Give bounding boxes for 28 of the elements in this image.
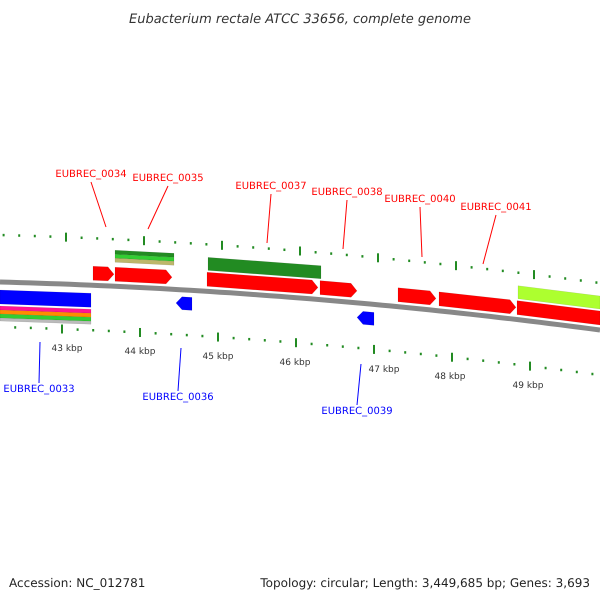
gene-label: EUBREC_0033	[3, 384, 75, 396]
leader-line	[38, 342, 40, 384]
gene-label: EUBREC_0037	[235, 181, 307, 193]
gene-label: EUBREC_0036	[142, 392, 214, 404]
leader-line	[266, 194, 272, 244]
leader-line	[356, 364, 362, 406]
title: Eubacterium rectale ATCC 33656, complete genome	[128, 11, 472, 29]
gene-label: EUBREC_0035	[132, 173, 204, 185]
leader-line	[148, 186, 168, 230]
genome-summary: Topology: circular; Length: 3,449,685 bp; Genes: 3,693	[260, 575, 590, 592]
leader-line	[342, 200, 348, 250]
scale-label: 48 kbp	[434, 372, 466, 384]
leader-line	[90, 182, 106, 228]
accession-text: Accession: NC_012781	[9, 575, 146, 592]
scale-label: 49 kbp	[512, 380, 544, 392]
gene-label: EUBREC_0041	[460, 202, 532, 214]
scale-label: 46 kbp	[280, 358, 310, 369]
scale-label: 47 kbp	[368, 365, 400, 376]
leader-line	[482, 214, 496, 264]
gene-label: EUBREC_0034	[55, 169, 127, 181]
scale-label: 45 kbp	[202, 352, 234, 364]
leader-line	[420, 206, 422, 258]
scale-label: 43 kbp	[52, 344, 82, 356]
leader-line	[178, 348, 182, 392]
gene-label: EUBREC_0038	[311, 187, 383, 199]
gene-label: EUBREC_0040	[384, 194, 456, 206]
gene-label: EUBREC_0039	[321, 406, 393, 418]
scale-label: 44 kbp	[124, 347, 156, 358]
